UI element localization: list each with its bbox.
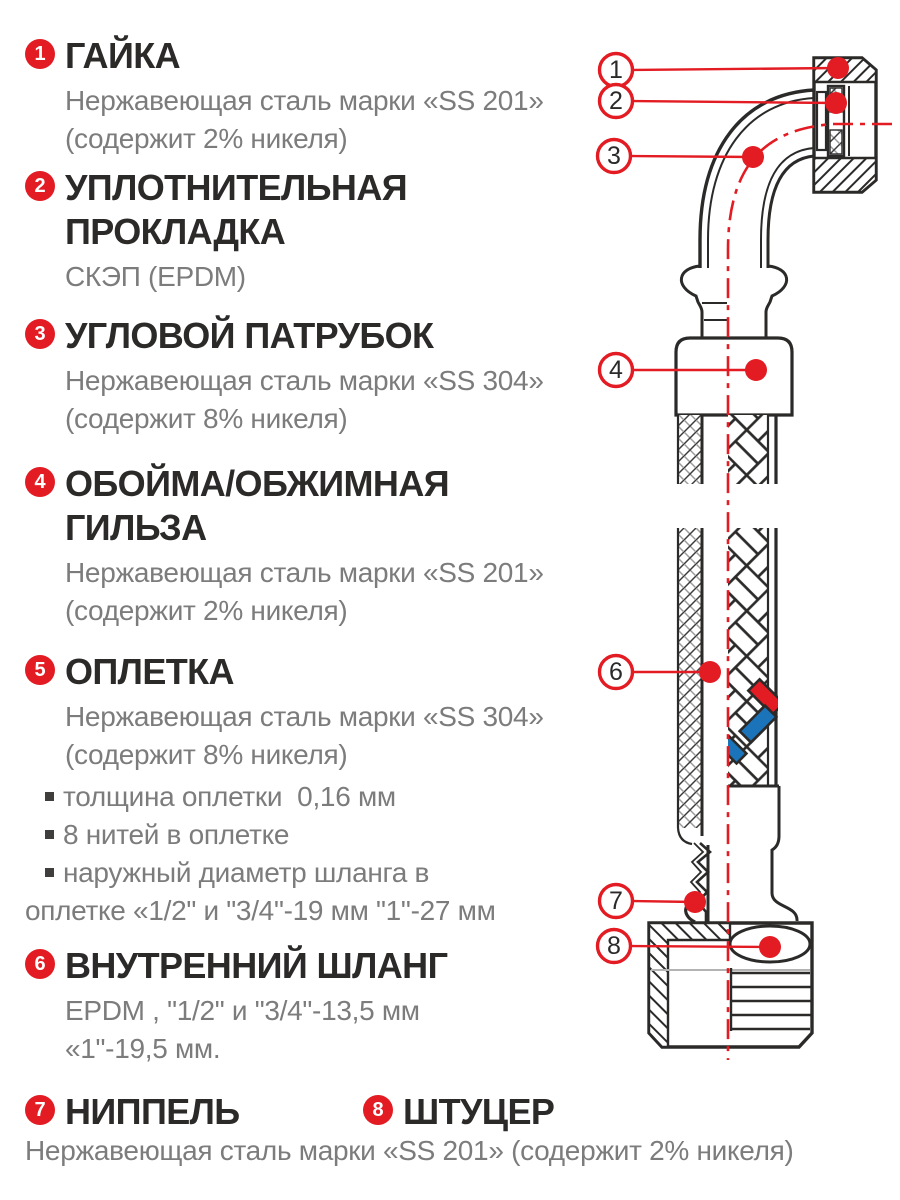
callout-3: 3: [595, 137, 764, 175]
hose-upper-segment: [676, 415, 778, 484]
crimp-sleeve-cap: [674, 336, 794, 417]
callouts: 1 2 3 4 6 7: [595, 51, 849, 965]
callout-3-dot: [742, 146, 764, 168]
hose-lower-segment: [676, 528, 779, 846]
callout-7: 7: [597, 882, 706, 920]
callout-4-number: 4: [609, 356, 623, 384]
braid-weave: [728, 415, 768, 484]
callout-2: 2: [597, 82, 847, 120]
elbow-pipe: [698, 88, 815, 268]
callout-3-number: 3: [607, 142, 621, 170]
callout-8-dot: [759, 936, 781, 958]
callout-6-dot: [699, 661, 721, 683]
callout-2-dot: [825, 92, 847, 114]
braid-section-cut: [678, 415, 702, 484]
callout-6: 6: [597, 653, 721, 691]
callout-1: 1: [597, 51, 849, 89]
braid-section-cut: [678, 528, 702, 828]
callout-4: 4: [597, 351, 767, 389]
fitting-hatch: [647, 921, 732, 1049]
fitting-shtutser: [647, 921, 814, 1049]
callout-2-number: 2: [609, 87, 623, 115]
braid-blue-thread: [737, 703, 778, 745]
callout-8: 8: [595, 927, 781, 965]
pipe-flared-lip: [815, 90, 828, 152]
centerline: [726, 122, 892, 1060]
callout-1-number: 1: [609, 56, 623, 84]
braid-red-thread: [746, 677, 778, 717]
nut-hatch-bottom: [812, 156, 878, 194]
callout-6-number: 6: [609, 658, 623, 686]
callout-8-number: 8: [607, 932, 621, 960]
fitting-threads: [729, 968, 811, 1031]
callout-4-dot: [745, 359, 767, 381]
callout-1-dot: [827, 57, 849, 79]
pipe-barb-collar: [679, 264, 789, 338]
callout-7-dot: [684, 891, 706, 913]
callout-7-number: 7: [609, 887, 623, 915]
